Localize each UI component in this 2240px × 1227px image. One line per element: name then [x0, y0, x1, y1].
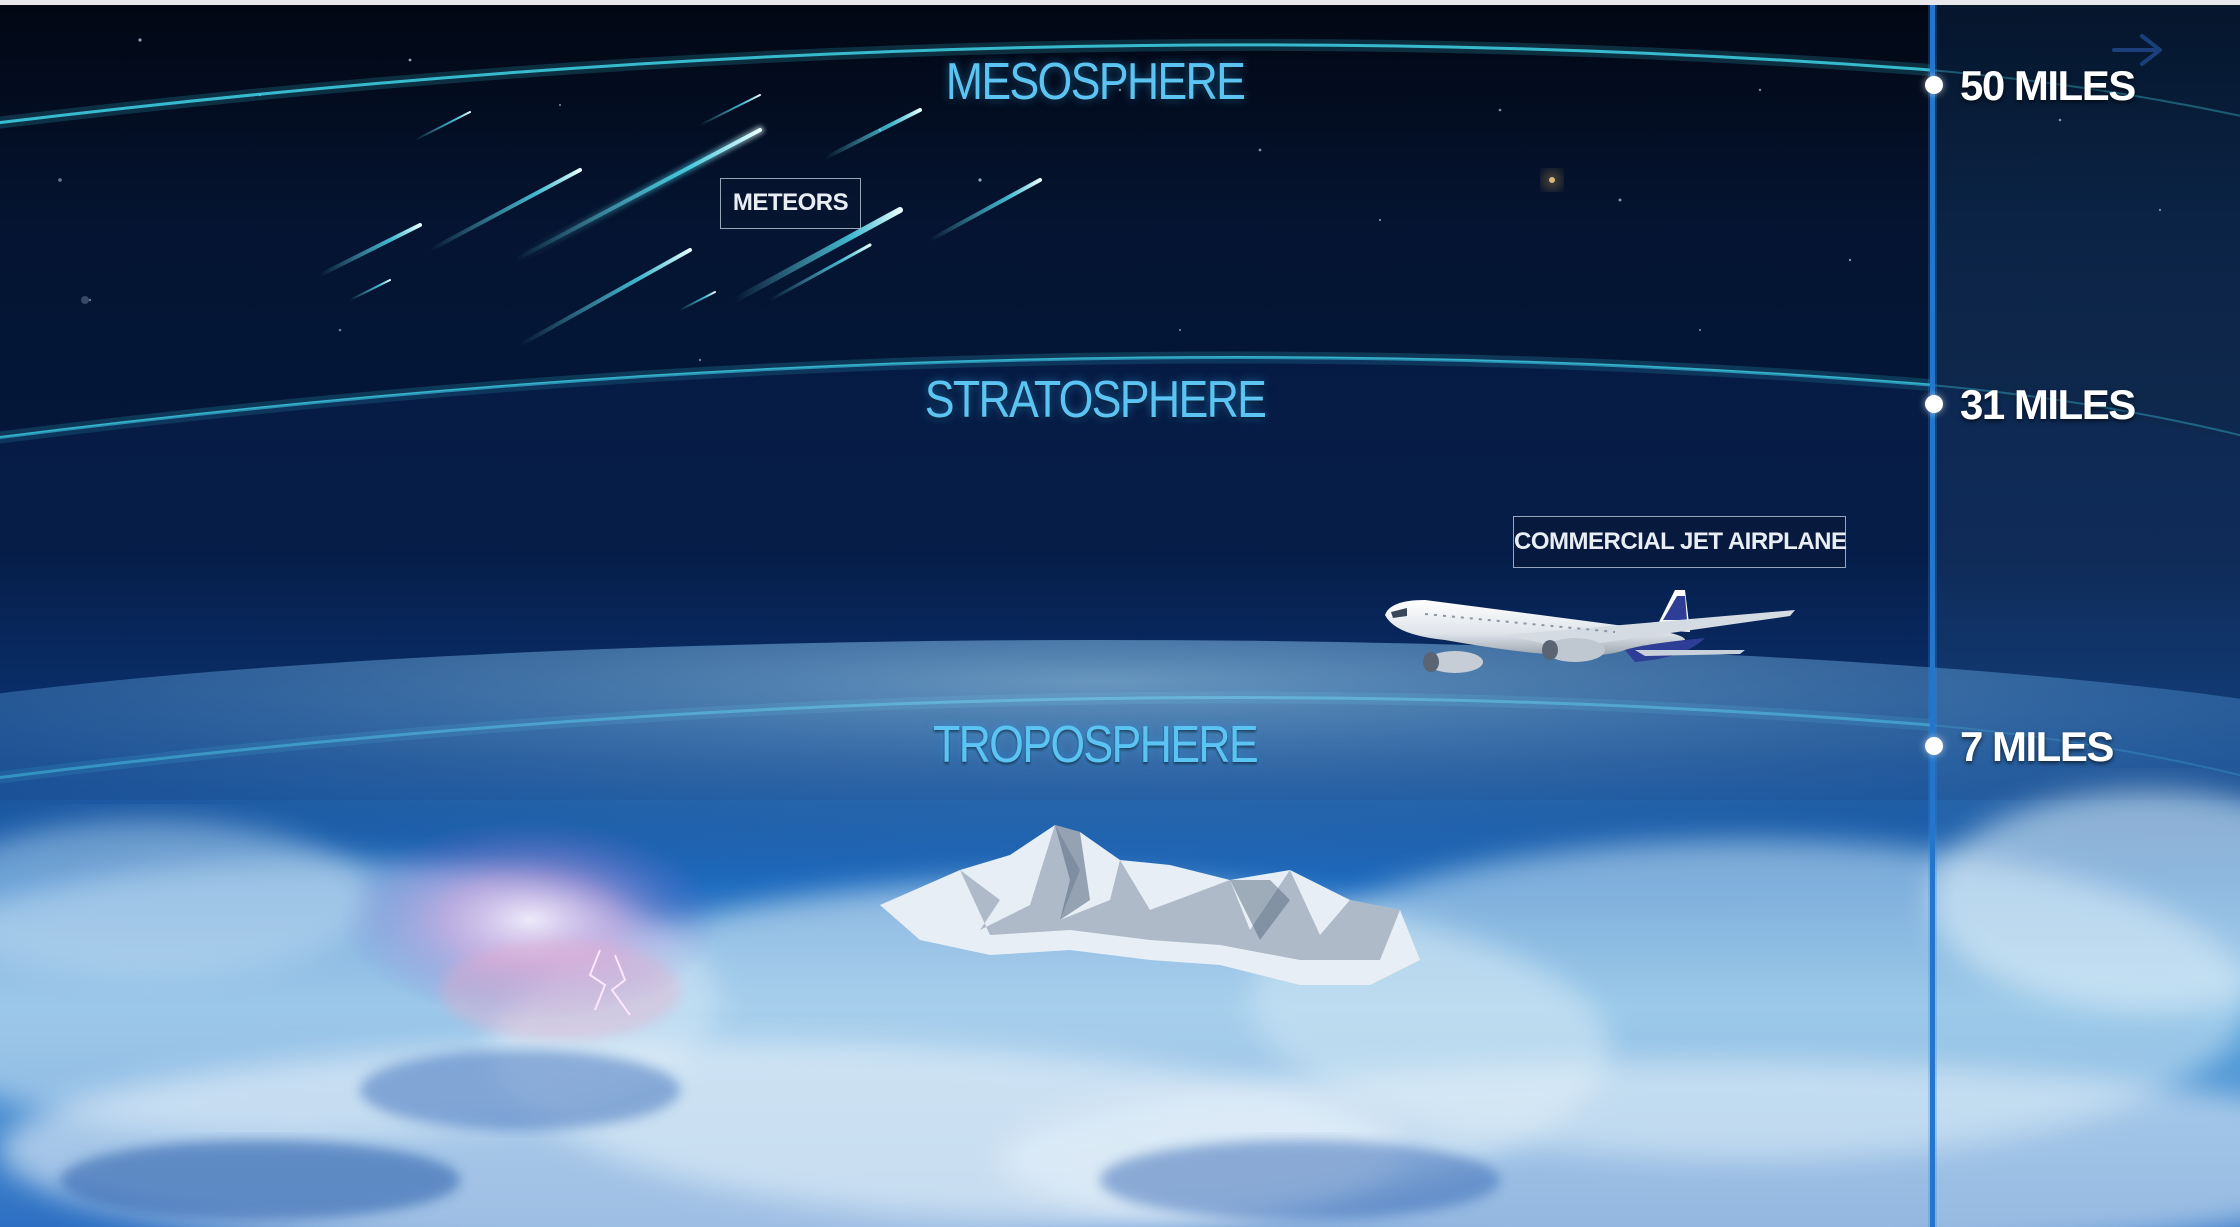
- airplane-illustration: [1385, 590, 1795, 673]
- altitude-bar: [1930, 5, 1935, 1227]
- troposphere-label: TROPOSPHERE: [932, 716, 1259, 774]
- meteors-illustration: [318, 94, 1042, 347]
- mesosphere-label: MESOSPHERE: [945, 53, 1246, 111]
- arrow-right-icon[interactable]: [2110, 30, 2166, 70]
- altitude-marker-7: [1925, 737, 1943, 755]
- airplane-callout: COMMERCIAL JET AIRPLANE: [1513, 516, 1847, 568]
- mountain-illustration: [880, 825, 1420, 985]
- altitude-marker-31: [1925, 395, 1943, 413]
- altitude-marker-50: [1925, 76, 1943, 94]
- stars: [58, 38, 2162, 362]
- altitude-label-31: 31 MILES: [1960, 381, 2136, 428]
- meteors-callout: METEORS: [720, 178, 861, 229]
- lightning-storm: [340, 820, 720, 1040]
- altitude-label-50: 50 MILES: [1960, 62, 2136, 109]
- stratosphere-label: STRATOSPHERE: [924, 371, 1267, 429]
- altitude-label-7: 7 MILES: [1960, 723, 2114, 770]
